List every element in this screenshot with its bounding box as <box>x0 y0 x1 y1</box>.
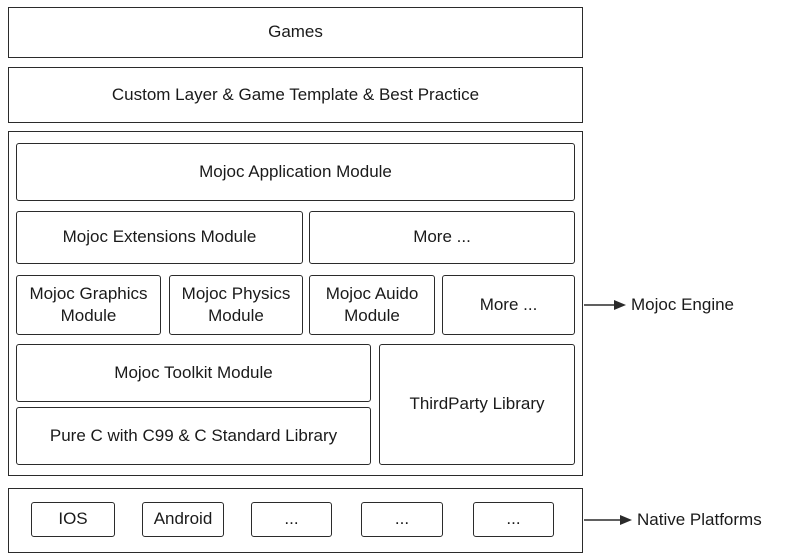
purec-library: Pure C with C99 & C Standard Library <box>16 407 371 465</box>
platform-more-2-label: ... <box>394 509 410 529</box>
application-module-label: Mojoc Application Module <box>199 161 392 181</box>
thirdparty-library-label: ThirdParty Library <box>409 394 545 414</box>
platform-android-label: Android <box>153 509 213 529</box>
platform-more-1: ... <box>251 502 332 537</box>
graphics-module-line1: Mojoc Graphics <box>29 283 148 303</box>
platforms-arrow <box>584 515 632 525</box>
physics-module-line2: Module <box>208 306 264 325</box>
purec-library-label: Pure C with C99 & C Standard Library <box>49 425 338 445</box>
graphics-module: Mojoc Graphics Module <box>16 275 161 335</box>
audio-module-line2: Module <box>344 306 400 325</box>
platform-ios-label: IOS <box>58 509 88 529</box>
mojoc-engine-label: Mojoc Engine <box>631 295 735 314</box>
extensions-module-label: Mojoc Extensions Module <box>62 227 257 247</box>
custom-layer: Custom Layer & Game Template & Best Prac… <box>8 67 583 123</box>
platform-more-3-label: ... <box>506 509 521 529</box>
platform-more-1-label: ... <box>284 509 299 529</box>
mojoc-engine-frame <box>8 131 583 476</box>
platform-more-2: ... <box>361 502 443 537</box>
physics-module: Mojoc Physics Module <box>169 275 303 335</box>
thirdparty-library: ThirdParty Library <box>379 344 575 465</box>
application-module: Mojoc Application Module <box>16 143 575 201</box>
more-mid-label: More ... <box>479 294 538 314</box>
native-platforms-label: Native Platforms <box>637 510 762 529</box>
engine-arrow <box>584 300 626 310</box>
games-layer-label: Games <box>268 22 323 42</box>
platform-more-3: ... <box>473 502 554 537</box>
custom-layer-label: Custom Layer & Game Template & Best Prac… <box>111 84 480 104</box>
audio-module: Mojoc Auido Module <box>309 275 435 335</box>
toolkit-module-label: Mojoc Toolkit Module <box>114 362 273 382</box>
graphics-module-line2: Module <box>60 306 117 325</box>
physics-module-line1: Mojoc Physics <box>181 283 291 303</box>
extensions-module: Mojoc Extensions Module <box>16 211 303 264</box>
more-top-label: More ... <box>413 227 471 247</box>
native-platforms-frame <box>8 488 583 553</box>
audio-module-line1: Mojoc Auido <box>325 283 419 303</box>
platform-android: Android <box>142 502 224 537</box>
more-top-box: More ... <box>309 211 575 264</box>
toolkit-module: Mojoc Toolkit Module <box>16 344 371 402</box>
platform-ios: IOS <box>31 502 115 537</box>
games-layer: Games <box>8 7 583 58</box>
more-mid-box: More ... <box>442 275 575 335</box>
